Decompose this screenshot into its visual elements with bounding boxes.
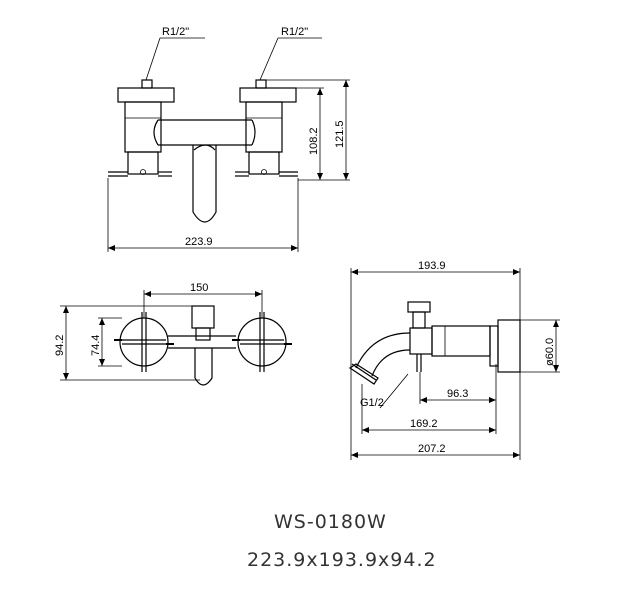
top-depth-outer-label: 94.2 — [54, 335, 66, 356]
side-diameter-label: ø60.0 — [544, 338, 556, 366]
left-cross-handle — [114, 312, 174, 372]
model-number: WS-0180W — [274, 511, 387, 533]
side-view — [348, 268, 560, 460]
side-outlet-thread-label: G1/2 — [360, 397, 384, 409]
right-cross-handle — [232, 312, 292, 372]
side-width-top-label: 193.9 — [418, 260, 446, 272]
front-height-inner-label: 108.2 — [308, 127, 320, 155]
top-depth-inner-label: 74.4 — [90, 335, 102, 356]
side-dim-outer-label: 207.2 — [418, 443, 446, 455]
top-view — [60, 290, 292, 386]
side-dim-middle-label: 169.2 — [410, 418, 438, 430]
front-width-label: 223.9 — [185, 236, 213, 248]
front-inlet-left-label: R1/2" — [162, 26, 189, 38]
side-dim-inner-label: 96.3 — [447, 388, 468, 400]
front-height-outer-label: 121.5 — [334, 120, 346, 148]
front-view — [107, 37, 350, 252]
top-center-distance-label: 150 — [190, 282, 208, 294]
front-inlet-right-label: R1/2" — [281, 26, 308, 38]
overall-size: 223.9x193.9x94.2 — [247, 549, 437, 571]
